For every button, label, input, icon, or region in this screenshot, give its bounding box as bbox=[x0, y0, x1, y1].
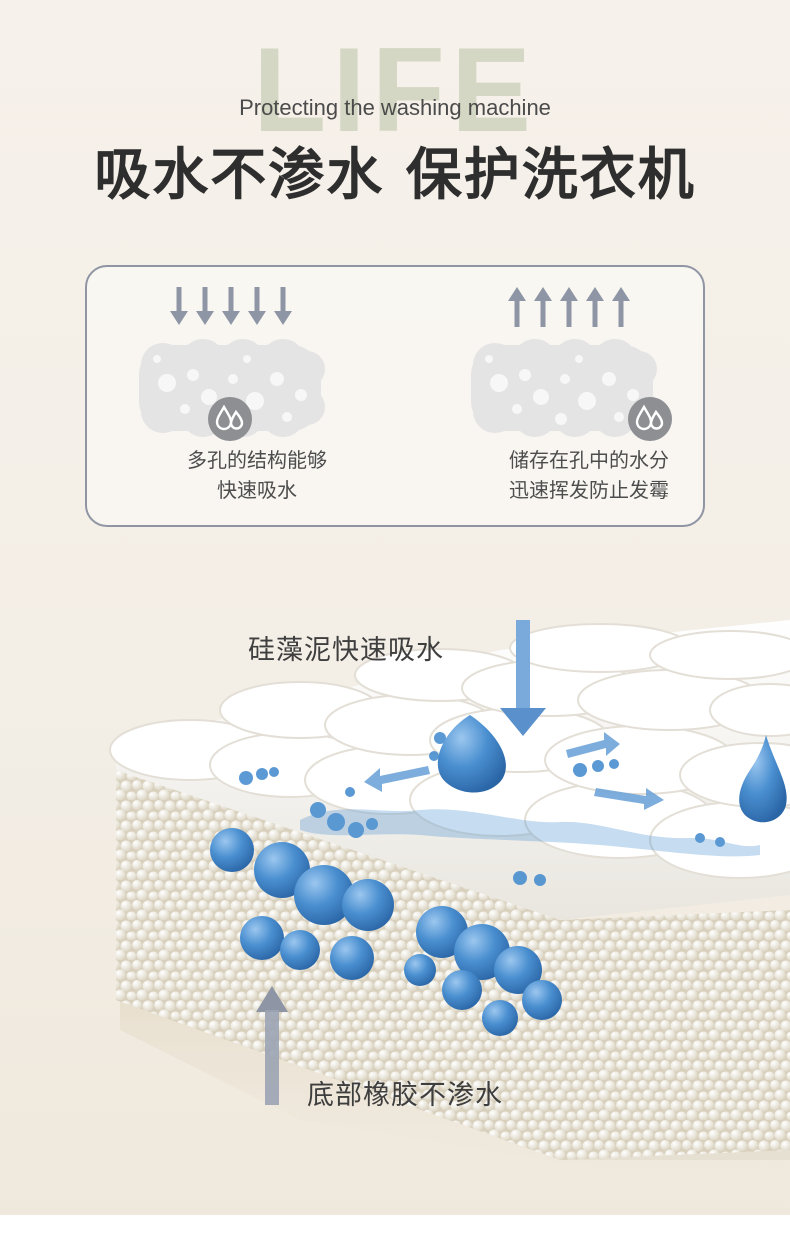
porous-structure-graphic bbox=[139, 287, 325, 437]
feature-fast-absorb: 多孔的结构能够 快速吸水 bbox=[137, 267, 377, 525]
arrow-down-icon bbox=[170, 287, 292, 325]
arrow-up-icon bbox=[508, 287, 630, 327]
feature-text-line1: 储存在孔中的水分 bbox=[509, 448, 669, 472]
feature-evaporation: 储存在孔中的水分 迅速挥发防止发霉 bbox=[469, 267, 709, 525]
waterproof-label: 底部橡胶不渗水 bbox=[307, 1080, 503, 1111]
feature-info-box: 多孔的结构能够 快速吸水 bbox=[85, 265, 705, 527]
absorbed-water-balls bbox=[210, 828, 562, 1036]
bottom-band bbox=[0, 1215, 790, 1259]
page-subtitle: Protecting the washing machine bbox=[239, 95, 551, 120]
water-drops-icon bbox=[628, 397, 672, 441]
feature-text-line2: 快速吸水 bbox=[217, 478, 297, 502]
water-drops-icon bbox=[208, 397, 252, 441]
page-title: 吸水不渗水 保护洗衣机 bbox=[94, 143, 696, 208]
feature-text-line1: 多孔的结构能够 bbox=[187, 448, 327, 472]
water-flow-arrows bbox=[364, 732, 664, 810]
arrow-up-icon bbox=[256, 986, 288, 1105]
surface-water bbox=[239, 732, 760, 886]
arrow-down-icon bbox=[500, 620, 546, 736]
water-droplets bbox=[437, 715, 787, 823]
feature-text-line2: 迅速挥发防止发霉 bbox=[509, 478, 669, 502]
background-watermark: LIFE bbox=[253, 23, 537, 157]
mat-cross-section-illustration bbox=[109, 620, 790, 1200]
absorb-label: 硅藻泥快速吸水 bbox=[248, 635, 444, 666]
